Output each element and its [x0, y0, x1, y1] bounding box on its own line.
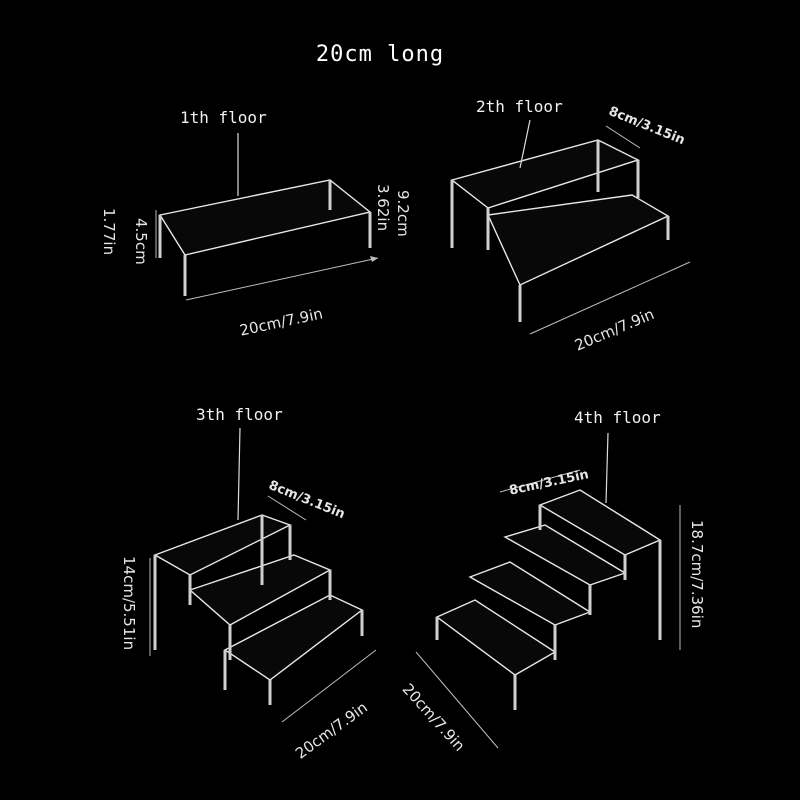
stand-3-floor	[149, 427, 377, 723]
stand-4-floor	[415, 432, 681, 749]
stand-2-depth-arrow	[605, 125, 641, 149]
floor-2-label: 2th floor	[476, 97, 563, 116]
stand-3-pointer	[237, 427, 241, 521]
floor-3-height: 14cm/5.51in	[120, 556, 138, 651]
stand-1-shelf	[158, 179, 372, 256]
floor-4-label: 4th floor	[574, 408, 661, 427]
floor-3-label: 3th floor	[196, 405, 283, 424]
stand-3-length-arrow	[281, 649, 377, 723]
floor-4-height: 18.7cm/7.36in	[688, 520, 706, 629]
stand-4-depth-arrow	[499, 469, 581, 493]
stand-1-floor	[155, 133, 379, 301]
page-title: 20cm long	[315, 42, 445, 67]
floor-2-height-in: 3.62in	[374, 184, 392, 232]
floor-1-label: 1th floor	[180, 108, 267, 127]
stand-4-pointer	[605, 432, 609, 504]
arrowhead	[370, 256, 378, 262]
stand-3-depth-arrow	[267, 495, 307, 521]
stand-4-length-arrow	[415, 651, 499, 749]
stand-2-floor	[450, 119, 691, 335]
stand-2-pointer	[519, 119, 531, 169]
stand-1-length-arrow	[185, 257, 379, 301]
floor-2-height: 9.2cm	[394, 190, 412, 237]
floor-1-height: 4.5cm	[132, 218, 150, 265]
stand-2-bottom-shelf	[486, 194, 670, 286]
stand-2-length-arrow	[529, 261, 691, 335]
floor-1-height-in: 1.77in	[100, 208, 118, 256]
